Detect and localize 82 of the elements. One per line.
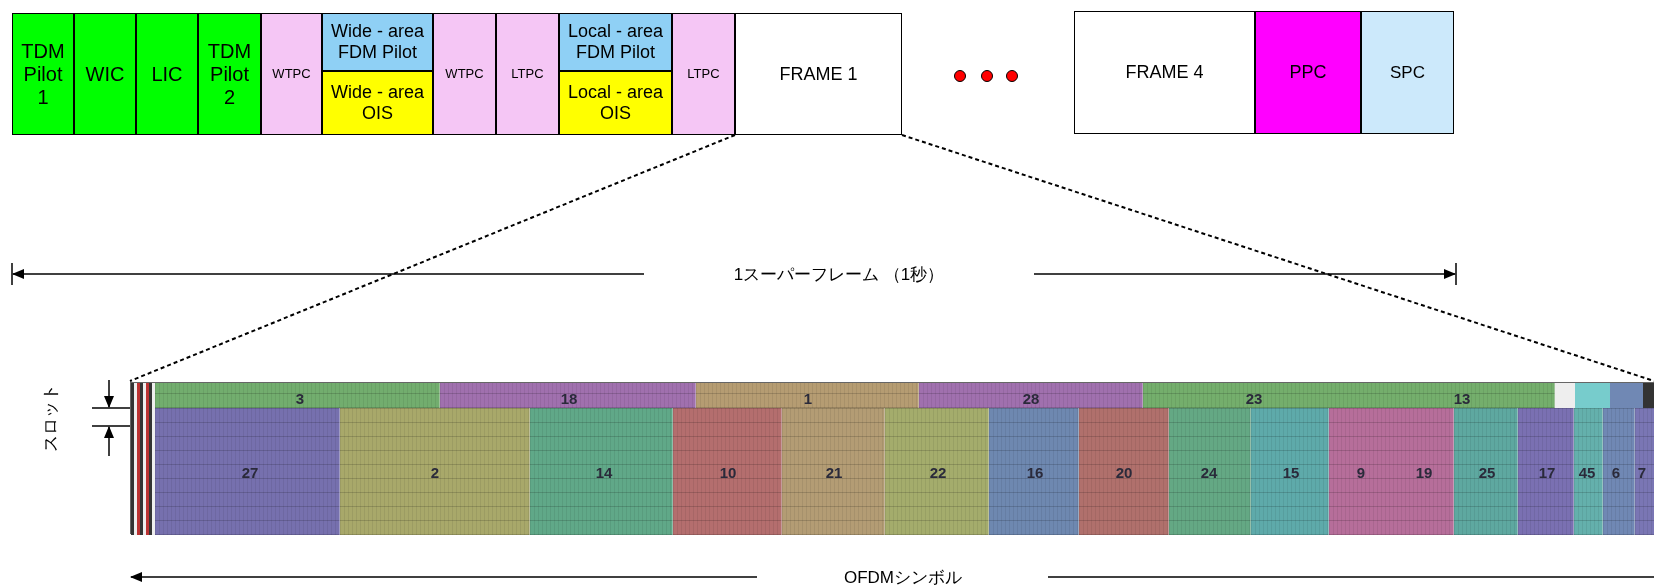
cell-label: WTPC [271,66,312,82]
slot-number: 23 [1245,389,1263,406]
dimension-label: 1スーパーフレーム （1秒） [733,263,945,286]
channel-cell [136,13,198,135]
zoom-line [129,134,736,382]
slot-block [696,383,919,408]
slot-number: 25 [1478,463,1496,480]
cell-label: Wide - area FDM Pilot [329,21,425,63]
slot-number: 21 [825,463,843,480]
slot-block [1251,408,1329,535]
slot-number: 14 [595,463,613,480]
channel-cell [496,13,559,135]
slot-allocation-grid [130,382,1654,534]
slot-number: 9 [1356,463,1366,480]
slot-block [885,408,989,535]
slot-number: 19 [1415,463,1433,480]
slot-number: 18 [560,389,578,406]
slot-block [989,408,1079,535]
slot-number: 28 [1022,389,1040,406]
slot-block [440,383,696,408]
slot-number: 3 [295,389,305,406]
slot-block [155,408,340,535]
pilot-cell [198,13,261,135]
slot-number: 7 [1637,463,1647,480]
channel-cell [672,13,735,135]
channel-cell [322,71,433,135]
frame-cell [1074,11,1255,134]
channel-cell [1255,11,1361,134]
slot-number: 2 [430,463,440,480]
slot-number: 6 [1611,463,1621,480]
channel-cell [74,13,136,135]
slot-block [1079,408,1169,535]
cell-label: WIC [84,62,126,86]
cell-label: Local - area OIS [566,82,665,124]
slot-number: 13 [1453,389,1471,406]
slot-number: 15 [1282,463,1300,480]
pilot-cell [12,13,74,135]
slot-number: 45 [1578,463,1596,480]
slot-block [155,383,440,408]
slot-number: 10 [719,463,737,480]
slot-block [1454,408,1518,535]
slot-block [1574,408,1603,535]
slot-number: 22 [929,463,947,480]
slot-number: 16 [1026,463,1044,480]
cell-label: LIC [150,62,184,86]
slot-block [1518,408,1574,535]
cell-label: SPC [1389,62,1426,83]
cell-label: WTPC [444,66,485,82]
cell-label: Local - area FDM Pilot [566,21,665,63]
slot-number: 27 [241,463,259,480]
cell-label: FRAME 1 [778,63,859,85]
slot-number: 1 [803,389,813,406]
pilot-cell [322,13,433,71]
slot-block [530,408,673,535]
slot-block [1635,408,1654,535]
cell-label: LTPC [510,66,545,82]
frame-cell [735,13,902,135]
cell-label: Wide - area OIS [329,82,425,124]
channel-cell [559,71,672,135]
slot-block [919,383,1143,408]
cell-label: TDM Pilot 1 [20,39,66,109]
slot-number: 24 [1200,463,1218,480]
pilot-cell [559,13,672,71]
slot-block [340,408,530,535]
cell-label: FRAME 4 [1124,62,1205,83]
slot-block [782,408,885,535]
slot-block [1329,408,1454,535]
dimension-label: OFDMシンボル [844,566,962,585]
dimension-label: スロット [39,384,61,452]
slot-number: 20 [1115,463,1133,480]
channel-cell [261,13,322,135]
zoom-line [901,134,1654,382]
channel-cell [433,13,496,135]
slot-block [1143,383,1555,408]
cell-label: LTPC [686,66,721,82]
slot-block [673,408,782,535]
cell-label: TDM Pilot 2 [206,39,253,109]
cell-label: PPC [1288,62,1328,83]
slot-block [1603,408,1635,535]
slot-block [1169,408,1251,535]
channel-cell [1361,11,1454,134]
slot-number: 17 [1538,463,1556,480]
